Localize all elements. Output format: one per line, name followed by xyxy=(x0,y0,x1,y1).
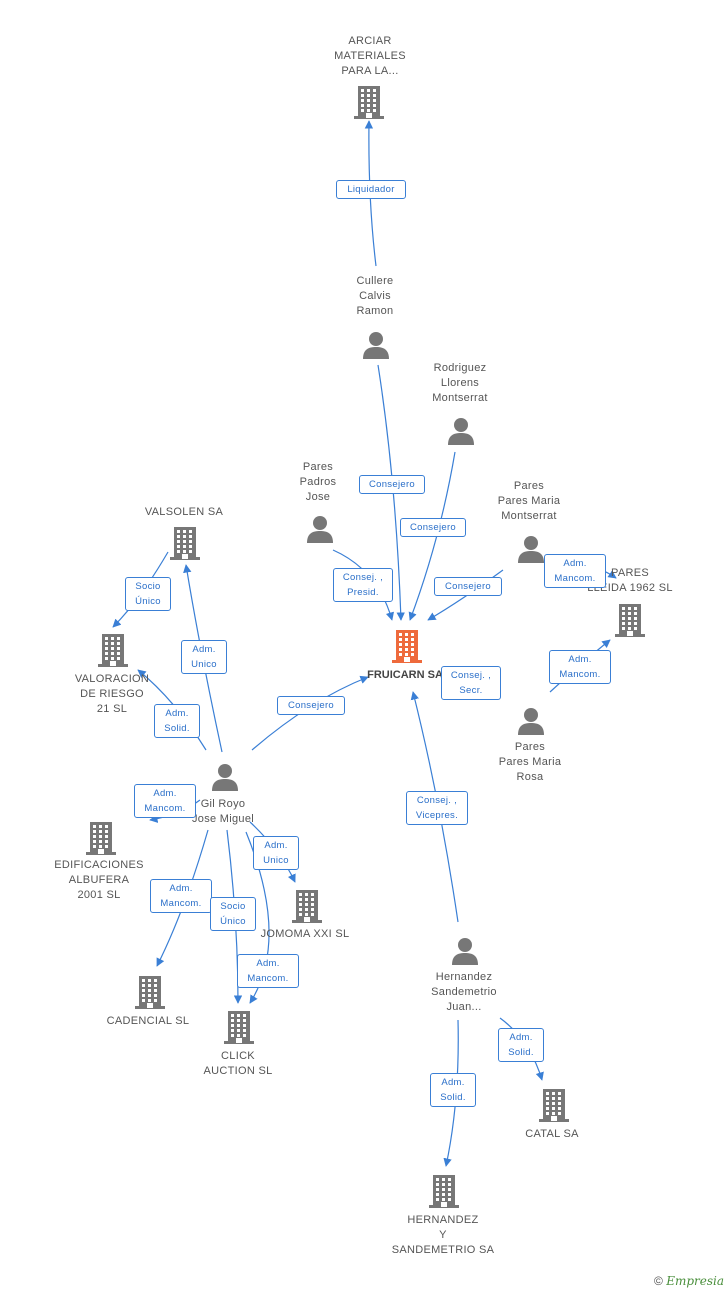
node-gil-royo[interactable]: Gil Royo Jose Miguel xyxy=(173,762,273,830)
building-icon xyxy=(539,1089,569,1122)
building-icon xyxy=(170,527,200,560)
node-rodriguez[interactable]: Rodriguez Llorens Montserrat xyxy=(405,361,515,451)
edge-label-consejero: Consejero xyxy=(400,518,466,537)
node-label: FRUICARN SA xyxy=(367,669,443,681)
node-label: Pares Padros Jose xyxy=(299,461,337,503)
building-icon xyxy=(615,604,645,637)
edge-label-socio-unico: Socio Único xyxy=(125,577,171,611)
node-label: CADENCIAL SL xyxy=(106,1015,190,1027)
node-pares-montserrat[interactable]: Pares Pares Maria Montserrat xyxy=(474,479,584,569)
building-icon xyxy=(135,976,165,1009)
edge-rodriguez-fruicarn xyxy=(408,451,456,621)
node-pares-rosa[interactable]: Pares Pares Maria Rosa xyxy=(478,706,582,796)
person-icon xyxy=(307,516,333,543)
edge-label-adm-mancom: Adm. Mancom. xyxy=(237,954,299,988)
node-click[interactable]: CLICK AUCTION SL xyxy=(188,1009,288,1079)
footer-brand: © Empresia xyxy=(654,1274,724,1288)
edge-label-consej-secr: Consej. , Secr. xyxy=(441,666,501,700)
edge-label-liquidador: Liquidador xyxy=(336,180,406,199)
edge-label-adm-solid: Adm. Solid. xyxy=(154,704,200,738)
node-valoracion[interactable]: VALORACION DE RIESGO 21 SL xyxy=(62,632,162,722)
node-label: VALSOLEN SA xyxy=(144,506,224,518)
edge-label-adm-mancom: Adm. Mancom. xyxy=(544,554,606,588)
node-label: EDIFICACIONES ALBUFERA 2001 SL xyxy=(54,859,144,901)
building-icon xyxy=(98,634,128,667)
node-edificaciones[interactable]: EDIFICACIONES ALBUFERA 2001 SL xyxy=(49,820,149,910)
node-valsolen[interactable]: VALSOLEN SA xyxy=(124,505,244,565)
node-label: Pares Pares Maria Rosa xyxy=(498,741,562,783)
edge-label-consej-presid: Consej. , Presid. xyxy=(333,568,393,602)
person-icon xyxy=(518,536,544,563)
node-jomoma[interactable]: JOMOMA XXI SL xyxy=(250,888,360,946)
building-icon xyxy=(429,1175,459,1208)
node-label: JOMOMA XXI SL xyxy=(260,928,350,940)
building-icon xyxy=(392,630,422,663)
building-icon xyxy=(224,1011,254,1044)
node-hernandez-sa[interactable]: HERNANDEZ Y SANDEMETRIO SA xyxy=(388,1173,498,1261)
building-icon xyxy=(292,890,322,923)
edge-label-consejero: Consejero xyxy=(359,475,425,494)
node-fruicarn[interactable]: FRUICARN SA xyxy=(355,628,455,688)
edge-label-adm-solid: Adm. Solid. xyxy=(430,1073,476,1107)
edge-label-adm-mancom: Adm. Mancom. xyxy=(549,650,611,684)
node-label: Hernandez Sandemetrio Juan... xyxy=(431,971,497,1013)
edge-label-consejero: Consejero xyxy=(434,577,502,596)
person-icon xyxy=(448,418,474,445)
node-pares-padros[interactable]: Pares Padros Jose xyxy=(268,460,368,550)
node-catal[interactable]: CATAL SA xyxy=(502,1087,602,1143)
brand-logo: Empresia xyxy=(666,1274,724,1288)
node-label: CATAL SA xyxy=(525,1128,579,1140)
node-cullere[interactable]: Cullere Calvis Ramon xyxy=(320,274,430,364)
edge-montserrat-fruicarn xyxy=(427,569,504,621)
person-icon xyxy=(518,708,544,735)
edge-label-consejero: Consejero xyxy=(277,696,345,715)
node-label: VALORACION DE RIESGO 21 SL xyxy=(74,673,150,715)
edge-label-adm-mancom: Adm. Mancom. xyxy=(150,879,212,913)
node-label: HERNANDEZ Y SANDEMETRIO SA xyxy=(391,1214,495,1256)
node-label: Pares Pares Maria Montserrat xyxy=(497,480,561,522)
edge-label-consej-vicepres: Consej. , Vicepres. xyxy=(406,791,468,825)
person-icon xyxy=(363,332,389,359)
node-label: Gil Royo Jose Miguel xyxy=(192,798,254,825)
building-icon xyxy=(86,822,116,855)
node-label: ARCIAR MATERIALES PARA LA... xyxy=(334,35,406,77)
node-label: Rodriguez Llorens Montserrat xyxy=(432,362,488,404)
person-icon xyxy=(452,938,478,965)
copyright-icon: © xyxy=(654,1274,663,1288)
node-label: Cullere Calvis Ramon xyxy=(356,275,394,317)
node-arciar[interactable]: ARCIAR MATERIALES PARA LA... xyxy=(300,34,440,124)
edge-label-adm-unico: Adm. Unico xyxy=(181,640,227,674)
node-cadencial[interactable]: CADENCIAL SL xyxy=(98,974,198,1030)
node-label: CLICK AUCTION SL xyxy=(203,1050,273,1077)
edge-label-adm-unico: Adm. Unico xyxy=(253,836,299,870)
person-icon xyxy=(212,764,238,791)
edge-label-adm-mancom: Adm. Mancom. xyxy=(134,784,196,818)
edge-label-socio-unico: Socio Único xyxy=(210,897,256,931)
building-icon xyxy=(354,86,384,119)
edge-label-adm-solid: Adm. Solid. xyxy=(498,1028,544,1062)
node-hernandez-juan[interactable]: Hernandez Sandemetrio Juan... xyxy=(409,936,519,1020)
